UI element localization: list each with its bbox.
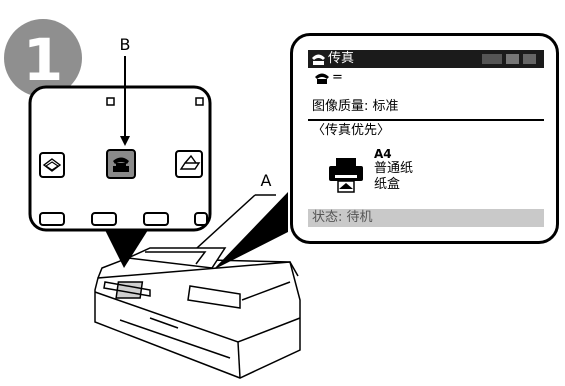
signal-indicator [482,54,502,64]
step-number-circle [4,19,82,97]
printer-body [94,261,301,379]
lcd-callout-pointer [213,192,288,270]
paper-size: A4 [374,147,392,161]
paper-source: 纸盒 [374,177,401,192]
lcd-callout-frame: 传真 = 图像质量: 标准 〈传真优先〉 A4 普通纸 [290,33,559,244]
printer-icon [329,158,363,193]
document-feeder [125,247,227,269]
memory-indicator [523,54,536,64]
scan-button[interactable] [175,150,203,178]
paper-type: 普通纸 [374,161,414,176]
lcd-status: 状态: 待机 [312,210,373,225]
step-number: 1 [23,26,63,94]
printer-illustration [94,247,301,379]
step-badge: 1 [4,19,82,97]
fax-icon [113,157,129,172]
pointer-a-label: A [261,171,272,190]
soft-key-2[interactable] [91,212,117,226]
status-indicator [506,54,519,64]
panel-callout-pointer [105,230,148,268]
lcd-status-bar: 状态: 待机 [308,209,544,227]
copy-button[interactable] [39,152,65,178]
copy-icon [42,158,62,172]
fax-priority-label: 〈传真优先〉 [312,123,391,138]
lcd-title: 传真 [328,51,355,66]
soft-key-4[interactable] [194,212,208,226]
pointer-b-arrowhead [120,136,130,146]
telephone-icon [315,73,329,84]
soft-key-1[interactable] [39,212,65,226]
indicator-square-right [195,97,204,106]
printer-keypad [187,285,241,309]
soft-key-3[interactable] [143,212,169,226]
fax-button[interactable] [106,149,136,179]
lcd-divider [308,119,544,121]
indicator-square [106,97,115,106]
lcd-screen: 传真 = 图像质量: 标准 〈传真优先〉 A4 普通纸 [308,50,544,228]
fax-icon [312,54,325,65]
lcd-title-bar: 传真 [308,50,544,68]
fax-line-indicator: = [332,70,343,85]
image-quality-setting[interactable]: 图像质量: 标准 [312,99,399,114]
scan-icon [179,154,201,170]
pointer-b-label: B [120,35,131,54]
